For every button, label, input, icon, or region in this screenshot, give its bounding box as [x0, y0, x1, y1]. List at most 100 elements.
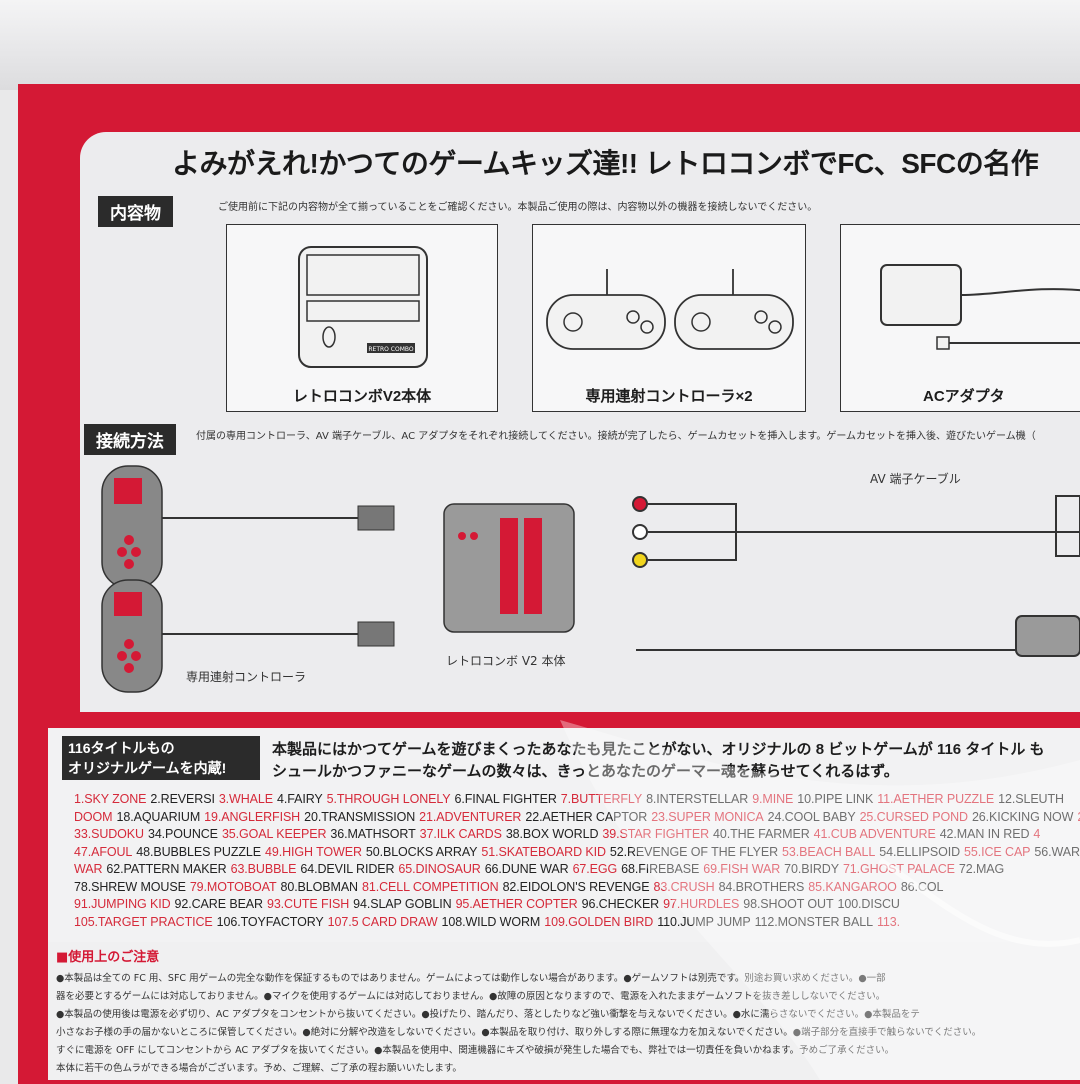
- console-logo: RETRO COMBO: [368, 346, 414, 353]
- game-title: 64.DEVIL RIDER: [300, 862, 395, 876]
- controller-bottom-icon: [101, 579, 395, 693]
- game-title: 24.COOL BABY: [767, 809, 856, 824]
- game-title: 71.GHOST PALACE: [842, 862, 955, 876]
- badge-line-1: 116タイトルもの: [68, 740, 175, 756]
- game-title: 26.KICKING NOW: [971, 809, 1074, 824]
- game-title: 62.PATTERN MAKER: [106, 862, 227, 876]
- connection-note: 付属の専用コントローラ、AV 端子ケーブル、AC アダプタをそれぞれ接続してくだ…: [196, 431, 1036, 442]
- item-controllers: 専用連射コントローラ×2: [532, 224, 806, 412]
- game-title: 108.WILD WORM: [441, 914, 541, 929]
- game-title: 63.BUBBLE: [230, 862, 297, 876]
- game-title: 106.TOYFACTORY: [216, 914, 324, 929]
- game-title: 54.ELLIPSOID: [879, 844, 961, 859]
- game-title: 25.CURSED POND: [859, 809, 968, 824]
- badge-line-2: オリジナルゲームを内蔵!: [68, 760, 227, 776]
- console-illustration: RETRO COMBO: [298, 246, 428, 368]
- game-title: 100.DISCU: [837, 897, 900, 911]
- game-title: 48.BUBBLES PUZZLE: [136, 844, 262, 859]
- note-line: 器を必要とするゲームには対応しておりません。●マイクを使用するゲームには対応して…: [56, 991, 886, 1002]
- game-title: 47.AFOUL: [74, 844, 133, 859]
- console-diagram-label: レトロコンボ V2 本体: [446, 654, 566, 668]
- notes-panel: [48, 942, 1080, 1080]
- game-title: 70.BIRDY: [784, 862, 839, 876]
- game-title: 69.FISH WAR: [703, 862, 781, 876]
- headline: よみがえれ!かつてのゲームキッズ達!! レトロコンボでFC、SFCの名作: [172, 148, 1039, 179]
- controller-label: 専用連射コントローラ: [186, 670, 307, 684]
- connection-diagram: [101, 465, 1080, 693]
- game-title: 8.INTERSTELLAR: [646, 792, 749, 806]
- game-title: 56.WAR: [1034, 844, 1080, 859]
- controllers-illustration: [546, 269, 794, 350]
- game-title: 27: [1077, 810, 1080, 824]
- caption-controllers: 専用連射コントローラ×2: [585, 388, 753, 405]
- game-title: 10.PIPE LINK: [797, 792, 874, 806]
- contents-note: ご使用前に下記の内容物が全て揃っていることをご確認ください。本製品ご使用の際は、…: [218, 202, 818, 213]
- game-title: 86.COL: [900, 879, 944, 894]
- contents-label: 内容物: [98, 196, 173, 227]
- game-title: 52.REVENGE OF THE FLYER: [609, 844, 779, 859]
- game-title: 65.DINOSAUR: [398, 862, 481, 876]
- game-title: 2.REVERSI: [150, 792, 215, 806]
- game-title: 95.AETHER COPTER: [455, 897, 578, 911]
- note-line: ●本製品の使用後は電源を必ず切り、AC アダプタをコンセントから抜いてください。…: [56, 1009, 920, 1020]
- game-title: WAR: [74, 862, 103, 876]
- game-title: 83.CRUSH: [653, 879, 715, 894]
- game-title: 4.FAIRY: [277, 792, 323, 806]
- plastic-wrap-top: [0, 0, 1080, 90]
- game-title: 7.BUTTERFLY: [560, 792, 643, 806]
- game-title: 49.HIGH TOWER: [265, 844, 362, 859]
- game-title: 33.SUDOKU: [74, 827, 144, 841]
- game-title: 107.5 CARD DRAW: [327, 914, 438, 929]
- note-line: 本体に若干の色ムラができる場合がございます。予め、ご理解、ご了承の程お願いいたし…: [56, 1063, 462, 1074]
- game-title: 42.MAN IN RED: [939, 827, 1030, 841]
- game-title: 98.SHOOT OUT: [743, 897, 834, 911]
- game-title: 11.AETHER PUZZLE: [877, 792, 995, 806]
- promo-line-2: シュールかつファニーなゲームの数々は、きっとあなたのゲーマー魂を蘇らせてくれるは…: [272, 763, 899, 780]
- game-title: 92.CARE BEAR: [174, 897, 264, 911]
- game-title: 93.CUTE FISH: [266, 897, 350, 911]
- game-title: 12.SLEUTH: [998, 792, 1064, 806]
- game-title: 96.CHECKER: [581, 897, 660, 911]
- game-title: 78.SHREW MOUSE: [74, 879, 186, 894]
- game-title: 80.BLOBMAN: [280, 879, 358, 894]
- note-line: ●本製品は全ての FC 用、SFC 用ゲームの完全な動作を保証するものではありま…: [56, 973, 886, 984]
- game-title: 82.EIDOLON'S REVENGE: [502, 879, 650, 894]
- game-title: 4: [1033, 827, 1041, 841]
- game-title: 68.FIREBASE: [621, 862, 700, 876]
- game-title: 38.BOX WORLD: [505, 827, 599, 841]
- game-title: 67.EGG: [572, 862, 618, 876]
- game-title: 36.MATHSORT: [330, 827, 416, 841]
- game-title: 91.JUMPING KID: [74, 897, 171, 911]
- promo-line-1: 本製品にはかつてゲームを遊びまくったあなたも見たことがない、オリジナルの 8 ビ…: [272, 741, 1045, 758]
- console-diagram-icon: [443, 503, 575, 633]
- game-title: 50.BLOCKS ARRAY: [365, 844, 478, 859]
- game-title: 41.CUB ADVENTURE: [813, 827, 936, 841]
- game-title: 19.ANGLERFISH: [204, 809, 301, 824]
- game-title: 6.FINAL FIGHTER: [454, 792, 557, 806]
- game-title: 53.BEACH BALL: [782, 844, 876, 859]
- ac-adapter-illustration: [880, 264, 1080, 350]
- game-title: 35.GOAL KEEPER: [221, 827, 327, 841]
- item-ac-adapter: ACアダプタ: [840, 224, 1080, 412]
- ac-cable-icon: [636, 615, 1080, 657]
- note-line: 小さなお子様の手の届かないところに保管してください。●絶対に分解や改造をしないで…: [56, 1027, 982, 1038]
- game-title: 79.MOTOBOAT: [189, 879, 277, 894]
- game-title: 18.AQUARIUM: [116, 809, 201, 824]
- connection-label: 接続方法: [84, 424, 176, 455]
- caption-console: レトロコンボV2本体: [292, 388, 432, 405]
- builtin-badge: 116タイトルもの オリジナルゲームを内蔵!: [62, 736, 260, 780]
- game-title: 9.MINE: [752, 792, 794, 806]
- game-title: 1.SKY ZONE: [74, 792, 147, 806]
- game-title: 112.MONSTER BALL: [754, 914, 873, 929]
- game-title: 20.TRANSMISSION: [304, 809, 416, 824]
- game-title: 81.CELL COMPETITION: [362, 879, 499, 894]
